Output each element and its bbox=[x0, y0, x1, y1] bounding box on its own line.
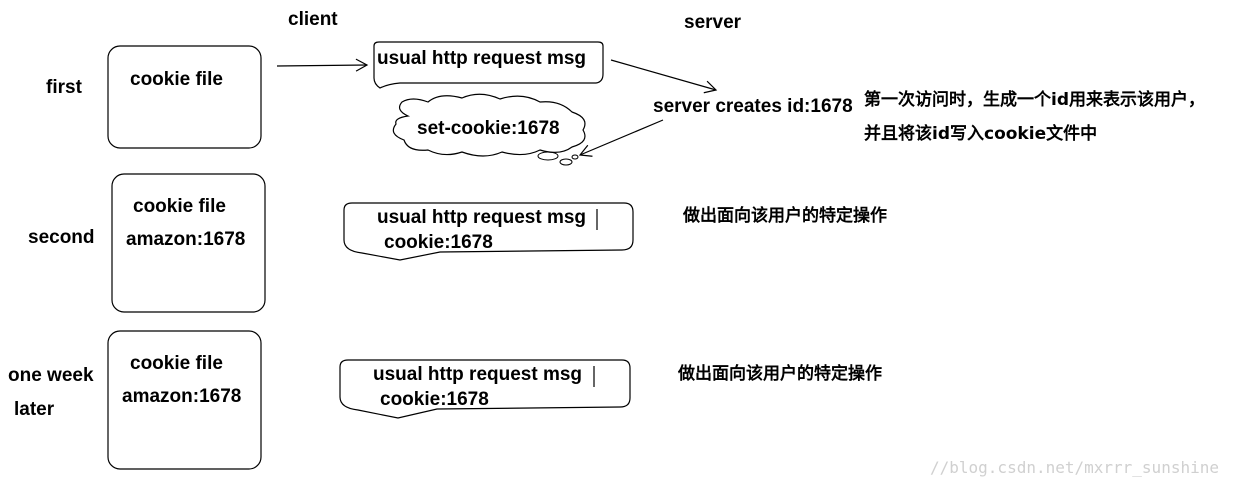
later-request-box bbox=[339, 359, 631, 419]
cloud-bubble-medium bbox=[559, 158, 573, 166]
later-cookie-header: cookie:1678 bbox=[380, 389, 489, 410]
first-cookie-file-title: cookie file bbox=[130, 69, 223, 90]
watermark: //blog.csdn.net/mxrrr_sunshine bbox=[930, 458, 1219, 477]
row-label-first: first bbox=[46, 77, 82, 98]
set-cookie-cloud bbox=[392, 93, 586, 157]
row-label-later-line1: one week bbox=[8, 365, 94, 386]
second-cookie-file-box bbox=[111, 173, 266, 313]
server-to-cookie-arrow bbox=[578, 119, 664, 157]
second-request-box bbox=[343, 202, 634, 261]
request-to-server-arrow bbox=[610, 59, 718, 94]
later-cookie-file-box bbox=[107, 330, 262, 470]
second-cookie-header: cookie:1678 bbox=[384, 232, 493, 253]
first-note-line1: 第一次访问时，生成一个id用来表示该用户， bbox=[864, 90, 1205, 110]
later-cookie-file-title: cookie file bbox=[130, 353, 223, 374]
later-request-text: usual http request msg bbox=[373, 364, 583, 385]
client-to-request-arrow bbox=[276, 58, 369, 72]
second-note: 做出面向该用户的特定操作 bbox=[683, 206, 887, 226]
set-cookie-text: set-cookie:1678 bbox=[417, 118, 560, 139]
cloud-bubble-small bbox=[571, 154, 579, 160]
later-note: 做出面向该用户的特定操作 bbox=[678, 364, 882, 384]
second-cookie-file-title: cookie file bbox=[133, 196, 226, 217]
first-cookie-file-box bbox=[107, 45, 262, 149]
row-label-second: second bbox=[28, 227, 95, 248]
server-header: server bbox=[684, 12, 742, 33]
cloud-bubble-large bbox=[537, 151, 559, 161]
second-cookie-entry: amazon:1678 bbox=[126, 229, 246, 250]
second-request-text: usual http request msg bbox=[377, 207, 587, 228]
later-cookie-entry: amazon:1678 bbox=[122, 386, 242, 407]
first-request-text: usual http request msg bbox=[377, 48, 587, 69]
first-note-line2: 并且将该id写入cookie文件中 bbox=[864, 124, 1098, 144]
server-creates-id-text: server creates id:1678 bbox=[653, 96, 853, 117]
row-label-later-line2: later bbox=[14, 399, 55, 420]
client-header: client bbox=[288, 9, 338, 30]
first-request-box bbox=[373, 41, 604, 89]
